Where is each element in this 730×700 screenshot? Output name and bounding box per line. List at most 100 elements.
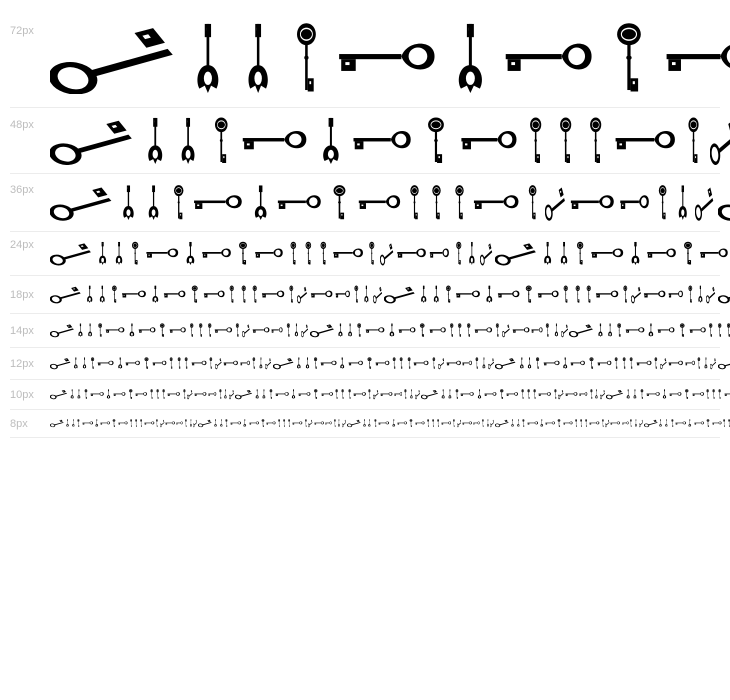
key-glyph-icon (623, 285, 628, 304)
key-glyph-icon (189, 419, 192, 428)
key-glyph-icon (90, 392, 104, 397)
key-glyph-icon (441, 421, 451, 425)
key-glyph-icon (490, 419, 495, 428)
key-glyph-icon (294, 323, 298, 338)
key-glyph-icon (152, 361, 167, 366)
key-glyph-icon (647, 248, 676, 258)
key-glyph-icon (670, 419, 674, 428)
key-glyph-icon (484, 392, 497, 397)
key-glyph-icon (378, 421, 390, 425)
key-glyph-icon (692, 392, 704, 397)
key-glyph-icon (404, 389, 407, 400)
key-glyph-icon (688, 419, 692, 428)
key-glyph-icon (185, 419, 187, 428)
key-glyph-icon (304, 241, 311, 265)
key-glyph-icon (482, 357, 485, 370)
key-glyph-icon (689, 327, 706, 334)
key-glyph-icon (242, 131, 307, 150)
key-glyph-icon (512, 327, 529, 334)
preview-row-18px: 18px (10, 276, 730, 314)
size-label: 8px (10, 418, 28, 430)
key-glyph-icon (297, 286, 308, 304)
size-label: 12px (10, 358, 34, 370)
key-glyph-icon (252, 327, 270, 334)
key-glyph-icon (169, 357, 173, 370)
key-glyph-icon (685, 361, 695, 366)
key-glyph-icon (50, 323, 75, 338)
key-glyph-icon (160, 323, 166, 338)
key-glyph-icon (66, 419, 69, 428)
key-glyph-icon (321, 392, 333, 397)
key-glyph-icon (527, 389, 530, 400)
key-glyph-icon (718, 184, 730, 221)
key-glyph-icon (223, 361, 238, 366)
key-glyph-icon (314, 421, 324, 425)
key-glyph-icon (563, 285, 569, 304)
key-glyph-icon (322, 117, 339, 164)
key-glyph-icon (644, 290, 666, 298)
key-glyph-icon (225, 419, 228, 428)
key-glyph-icon (173, 184, 184, 220)
key-glyph-icon (369, 241, 375, 265)
key-glyph-icon (659, 419, 663, 428)
key-glyph-icon (358, 195, 400, 210)
key-glyph-icon (622, 357, 626, 370)
key-glyph-icon (169, 327, 186, 334)
key-glyph-icon (459, 23, 483, 93)
key-glyph-icon (187, 390, 194, 400)
key-glyph-icon (255, 248, 284, 258)
key-glyph-icon (723, 419, 726, 428)
key-glyph-icon (297, 357, 301, 370)
key-glyph-icon (308, 419, 313, 428)
key-glyph-icon (348, 323, 352, 338)
key-glyph-icon (50, 285, 82, 304)
key-glyph-icon (338, 323, 343, 338)
key-glyph-icon (589, 357, 594, 370)
key-glyph-icon (456, 419, 462, 428)
key-glyph-icon (310, 290, 332, 298)
key-glyph-icon (525, 285, 532, 304)
key-glyph-icon (455, 241, 462, 265)
key-glyph-icon (254, 185, 267, 221)
key-glyph-icon (139, 419, 142, 428)
key-glyph-icon (84, 389, 88, 400)
key-glyph-icon (631, 242, 640, 266)
key-glyph-icon (197, 23, 219, 93)
key-glyph-icon (229, 285, 235, 304)
size-label: 14px (10, 325, 34, 337)
key-glyph-icon (372, 286, 383, 304)
key-glyph-icon (726, 323, 730, 338)
key-glyph-icon (589, 116, 602, 164)
key-glyph-icon (252, 357, 256, 370)
size-label: 72px (10, 25, 34, 37)
key-glyph-icon (486, 286, 492, 304)
key-glyph-icon (441, 389, 445, 400)
key-glyph-icon (684, 241, 693, 265)
key-glyph-icon (688, 116, 700, 164)
key-glyph-icon (99, 286, 105, 304)
key-glyph-icon (214, 327, 233, 334)
key-glyph-icon (487, 358, 494, 370)
key-glyph-icon (585, 419, 588, 428)
key-glyph-icon (511, 419, 514, 428)
key-glyph-icon (615, 131, 676, 150)
key-glyph-icon (346, 419, 361, 428)
key-glyph-icon (461, 131, 517, 150)
key-glyph-icon (332, 248, 363, 258)
key-glyph-icon (335, 389, 338, 400)
key-glyph-icon (710, 358, 717, 370)
key-glyph-icon (240, 361, 250, 366)
key-glyph-icon (563, 421, 573, 425)
key-glyph-icon (149, 389, 153, 400)
key-glyph-icon (186, 242, 195, 266)
key-glyph-icon (367, 357, 372, 370)
key-glyph-icon (292, 421, 303, 425)
key-glyph-icon (626, 389, 630, 400)
key-glyph-icon (83, 357, 87, 370)
key-glyph-icon (300, 324, 309, 338)
key-glyph-icon (597, 361, 612, 366)
key-glyph-icon (636, 361, 652, 366)
key-glyph-icon (625, 327, 645, 334)
key-glyph-icon (50, 419, 65, 428)
key-glyph-icon (125, 361, 141, 366)
